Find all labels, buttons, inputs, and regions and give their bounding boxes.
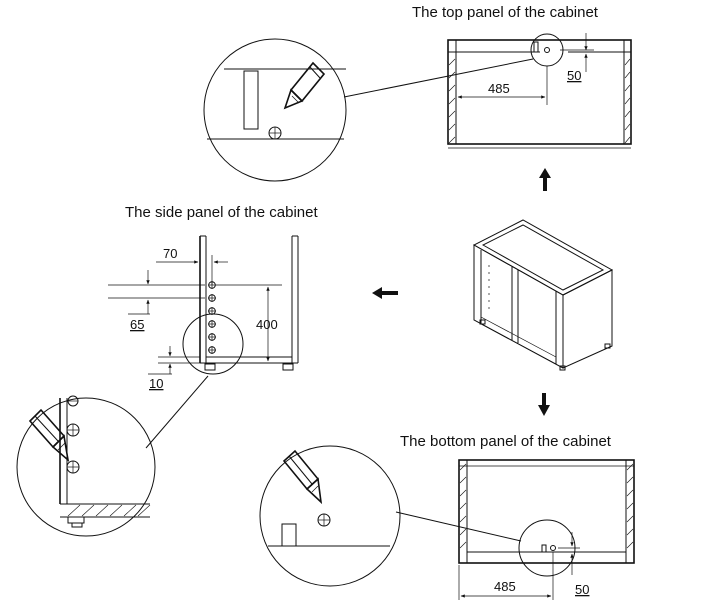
top-dim-50: 50 [567,68,581,83]
cabinet-isometric [472,219,614,371]
side-panel-title: The side panel of the cabinet [125,204,318,221]
bottom-panel-drawing: 485 50 [458,459,635,600]
side-panel-drawing: 70 65 400 10 [108,235,299,391]
bottom-leader-line [395,511,522,542]
side-detail-circle [182,313,244,375]
top-dim-485: 485 [488,81,510,96]
bottom-panel-title: The bottom panel of the cabinet [400,433,612,450]
top-panel-hatch [448,58,631,144]
top-detail-circle [530,33,564,67]
arrow-down-icon [538,393,550,416]
bottom-dim-485: 485 [494,579,516,594]
top-magnifier [203,38,347,182]
side-dim-10: 10 [149,376,163,391]
top-hole [544,47,550,53]
side-holes [208,281,216,354]
bottom-hole [550,545,556,551]
side-dim-65: 65 [130,317,144,332]
side-magnifier [16,395,156,537]
pencil-icon [282,449,323,505]
arrow-up-icon [539,168,551,191]
side-dim-70: 70 [163,246,177,261]
bottom-dim-50: 50 [575,582,589,597]
arrow-left-icon [372,287,398,299]
pencil-icon [28,408,70,463]
top-panel-title: The top panel of the cabinet [412,4,599,21]
top-panel-drawing: 485 50 [447,33,632,149]
bottom-magnifier [259,445,401,587]
pencil-icon [283,61,326,110]
top-leader-line [343,58,534,98]
side-dim-400: 400 [256,317,278,332]
side-leader-line [145,375,209,449]
